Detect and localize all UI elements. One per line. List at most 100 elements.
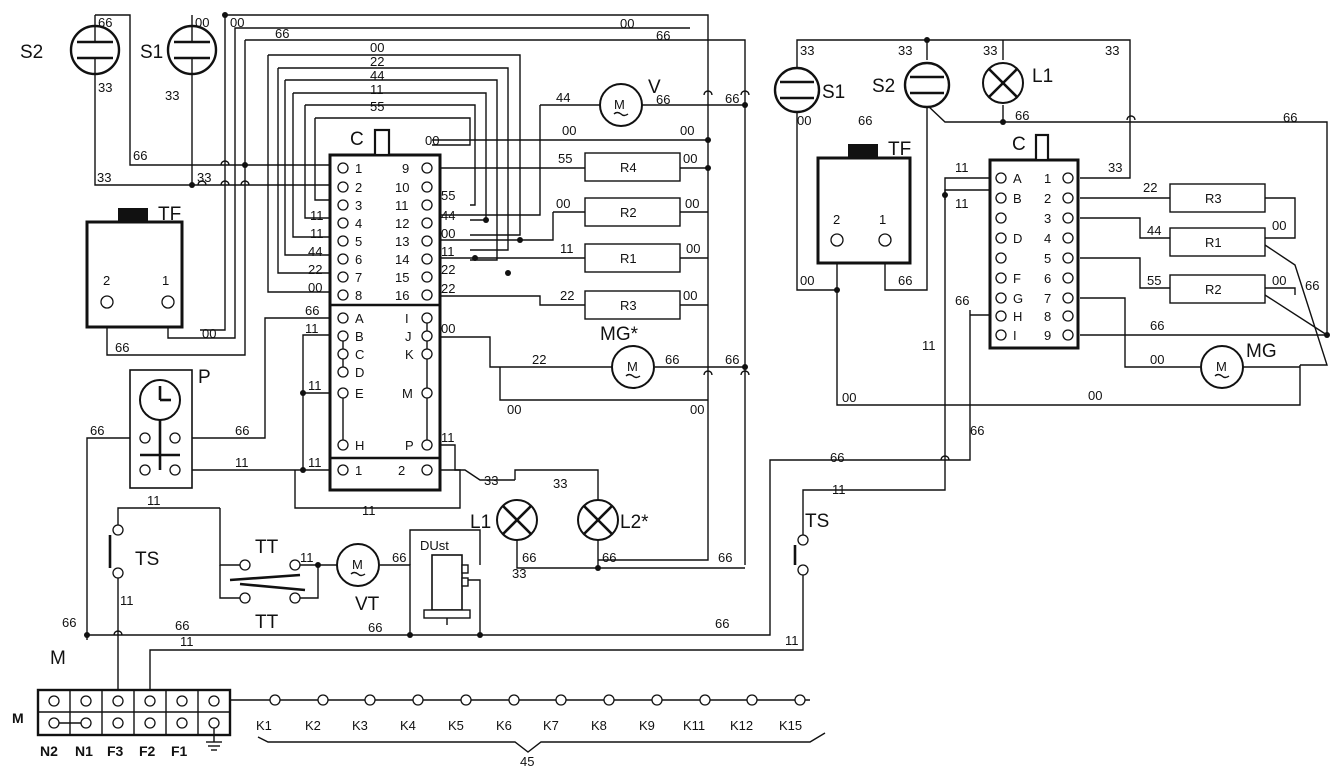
connector-left-pins: 1 2 3 4 5 6 7 8 [337, 161, 362, 303]
r3-label: R3 [620, 298, 637, 313]
pin-left: 5 [355, 234, 362, 249]
wire-code: 11 [955, 160, 969, 175]
wire-code: 66 [725, 91, 739, 106]
mg-right-motor-letter: M [1216, 359, 1227, 374]
wire-code: 66 [970, 423, 984, 438]
s2-switch: S2 [20, 15, 121, 82]
pin: H [1013, 309, 1022, 324]
tf-transformer-right: TF 2 1 [816, 139, 912, 265]
wire-code: 66 [718, 550, 732, 565]
tt-bottom-label: TT [255, 612, 279, 633]
wire-code: 44 [556, 90, 570, 105]
tf-label: TF [158, 204, 181, 225]
r2-label: R2 [620, 205, 637, 220]
wire-code: 66 [62, 615, 76, 630]
mg-motor-right: M MG [1200, 341, 1277, 389]
wire-code: 00 [842, 390, 856, 405]
wire-code: 22 [560, 288, 574, 303]
wire-code: 11 [120, 593, 134, 608]
wire-code: 66 [522, 550, 536, 565]
terminal-f1: F1 [171, 743, 188, 759]
wire-code: 55 [370, 99, 384, 114]
pin-right: 11 [395, 198, 409, 213]
mg-motor-left: M MG* [600, 324, 655, 389]
wire-code: 11 [308, 455, 322, 470]
pin: B [1013, 191, 1022, 206]
k-label: K12 [730, 718, 753, 733]
r4-label: R4 [620, 160, 637, 175]
k-group-label: 45 [520, 754, 534, 769]
junction-dots [84, 12, 1330, 638]
wire-code: 33 [1108, 160, 1122, 175]
wire-code: 11 [310, 226, 324, 241]
wire-code: 11 [955, 196, 969, 211]
wire-code: 66 [898, 273, 912, 288]
right-wires [796, 39, 1328, 406]
wire-code: 00 [620, 16, 634, 31]
pin-mid-left: B [355, 329, 364, 344]
wire-code: 44 [441, 208, 455, 223]
pin-mid-left: D [355, 365, 364, 380]
dust-label: DUst [420, 538, 449, 553]
pin: I [1013, 328, 1017, 343]
pin-right: 9 [402, 161, 409, 176]
l1-label: L1 [470, 512, 491, 533]
wire-code: 66 [858, 113, 872, 128]
pin: 2 [1044, 191, 1051, 206]
k-label: K9 [639, 718, 655, 733]
wire-code: 33 [165, 88, 179, 103]
wire-code: 66 [665, 352, 679, 367]
wire-code: 11 [441, 244, 455, 259]
l2-lamp-left: L2* [577, 499, 649, 541]
wire-code: 66 [305, 303, 319, 318]
pin-left: 6 [355, 252, 362, 267]
wire-code: 00 [562, 123, 576, 138]
connector-right-right-pins: 1 2 3 4 5 6 7 8 9 [1044, 171, 1074, 343]
connector-c-right: C A B D F G H I 1 2 3 4 5 6 7 8 9 [988, 133, 1080, 350]
wire-code: 33 [484, 473, 498, 488]
wire-code: 33 [553, 476, 567, 491]
pin: A [1013, 171, 1022, 186]
wire-code: 00 [683, 288, 697, 303]
k-label: K5 [448, 718, 464, 733]
s1-label: S1 [140, 42, 163, 63]
pin-mid-right: M [402, 386, 413, 401]
l1-lamp-right: L1 [982, 62, 1053, 104]
left-wires [86, 14, 990, 701]
wire-code: 11 [362, 503, 376, 518]
pin: 8 [1044, 309, 1051, 324]
wire-code: 00 [308, 280, 322, 295]
pin-mid-left: E [355, 386, 364, 401]
connector-bottom-pins: 1 2 [337, 463, 433, 478]
wire-code: 66 [115, 340, 129, 355]
pin-left: 4 [355, 216, 362, 231]
pin-mid-right: P [405, 438, 414, 453]
wire-code: 11 [832, 482, 846, 497]
wire-code: 22 [1143, 180, 1157, 195]
tf-right-label: TF [888, 139, 911, 160]
wire-labels-right: 33 00 33 33 66 33 66 00 66 11 11 33 66 2… [797, 43, 1319, 497]
pin-left: 1 [355, 161, 362, 176]
wire-code: 00 [556, 196, 570, 211]
pin-right: 12 [395, 216, 409, 231]
v-label: V [648, 77, 661, 98]
v-motor-letter: M [614, 97, 625, 112]
terminal-f2: F2 [139, 743, 156, 759]
pin-bottom: 1 [355, 463, 362, 478]
k-label: K3 [352, 718, 368, 733]
k-label: K11 [683, 718, 705, 733]
wire-code: 66 [656, 28, 670, 43]
pin: 1 [1044, 171, 1051, 186]
p-timer: P [129, 367, 211, 489]
pin-right: 16 [395, 288, 409, 303]
wire-code: 44 [370, 68, 384, 83]
wire-code: 55 [441, 188, 455, 203]
pin: 4 [1044, 231, 1051, 246]
connector-right-pins: 9 10 11 12 13 14 15 16 [395, 161, 433, 303]
pin-mid-right: I [405, 311, 409, 326]
tf-pin2: 2 [103, 273, 110, 288]
pin-bottom: 2 [398, 463, 405, 478]
l1-right-label: L1 [1032, 66, 1053, 87]
terminal-side-label: M [12, 710, 24, 726]
